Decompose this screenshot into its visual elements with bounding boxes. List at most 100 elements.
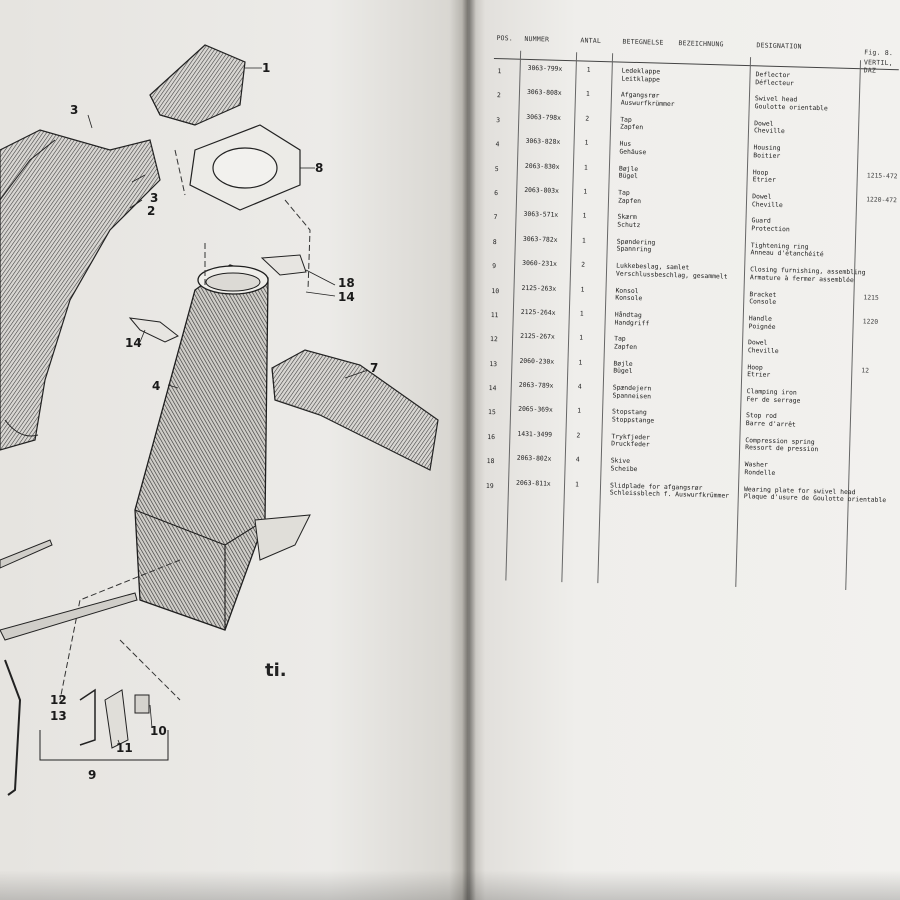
callout-13: 13: [50, 709, 67, 723]
cell-part-number: 3063-799x: [527, 63, 563, 73]
brand-mark: ti.: [265, 660, 287, 681]
cell-quantity: 1: [586, 65, 591, 74]
cell-description-french: Ressort de pression: [745, 443, 819, 454]
cell-description-french: Etrier: [747, 370, 771, 380]
cell-description-german: Spannring: [616, 244, 652, 254]
cell-description-german: Zapfen: [619, 122, 644, 132]
cell-reference: 1220-472: [866, 195, 898, 205]
cell-quantity: 1: [583, 163, 588, 172]
callout-9: 9: [88, 768, 96, 782]
cell-description-german: Auswurfkrümmer: [620, 98, 675, 109]
cell-description-german: Bügel: [618, 171, 639, 181]
cell-part-number: 3063-808x: [526, 88, 562, 98]
callout-8: 8: [315, 161, 323, 175]
cell-quantity: 1: [579, 333, 584, 342]
cell-description-french: Boitier: [753, 151, 781, 160]
deflector-part: [149, 44, 246, 126]
page-shadow: [0, 870, 900, 900]
cell-description-french: Armature à fermer assemblée: [749, 272, 854, 284]
book-gutter: [462, 0, 476, 900]
header-antal: ANTAL: [580, 36, 602, 45]
cell-pos: 15: [487, 408, 496, 417]
cell-pos: 8: [492, 237, 497, 246]
callout-14a: 14: [125, 336, 142, 350]
cell-pos: 5: [494, 164, 499, 173]
cell-part-number: 1431-3499: [517, 429, 553, 439]
callout-2: 2: [147, 204, 155, 218]
callout-7: 7: [370, 361, 378, 375]
cell-quantity: 4: [577, 382, 582, 391]
cell-quantity: 1: [578, 358, 583, 367]
cell-pos: 14: [488, 384, 497, 393]
cell-part-number: 2125-264x: [520, 307, 556, 317]
cell-description-german: Scheibe: [610, 464, 638, 473]
housing-part: [134, 264, 269, 631]
cell-quantity: 2: [576, 431, 581, 440]
cell-quantity: 2: [585, 114, 590, 123]
cell-description-french: Protection: [751, 224, 790, 234]
cell-pos: 2: [496, 91, 501, 100]
callout-3a: 3: [70, 103, 78, 117]
cell-part-number: 3063-782x: [522, 234, 558, 244]
cell-quantity: 1: [574, 480, 580, 489]
header-designation: DESIGNATION: [756, 41, 802, 51]
header-fig: Fig. 8.: [864, 48, 894, 58]
cell-pos: 3: [496, 115, 501, 124]
cell-quantity: 1: [577, 406, 582, 416]
cell-quantity: 1: [582, 211, 587, 220]
cell-description-german: Leitklappe: [621, 74, 661, 84]
cell-part-number: 2063-803x: [524, 185, 560, 195]
cell-description-french: Fer de serrage: [746, 394, 801, 405]
cell-reference: 1215: [863, 292, 879, 302]
cell-description-german: Druckfeder: [611, 439, 650, 449]
cell-description-german: Spanneisen: [612, 391, 652, 401]
cell-pos: 1: [497, 67, 502, 76]
cell-part-number: 2063-830x: [524, 161, 560, 171]
cell-part-number: 2060-230x: [519, 356, 555, 366]
exploded-parts-diagram: 1 2 3 3 4 7 8 9 10 11 12 13 14 14 18 ti.: [0, 44, 439, 796]
cell-description-french: Cheville: [747, 346, 779, 355]
cell-quantity: 1: [581, 236, 586, 245]
handle-part: [104, 689, 129, 749]
cell-quantity: 1: [583, 187, 588, 196]
cell-pos: 18: [486, 457, 495, 466]
stop-rod: [0, 592, 138, 641]
cell-description-german: Konsole: [615, 293, 643, 303]
cell-part-number: 2065-369x: [518, 405, 553, 415]
cell-part-number: 2063-802x: [516, 454, 552, 463]
cell-pos: 4: [495, 140, 500, 149]
header-betegnelse: BETEGNELSE: [622, 37, 664, 47]
cell-description-german: Schleissblech f. Auswurfkrümmer: [609, 488, 730, 500]
curved-chute: [0, 129, 161, 451]
cell-reference: 1215-472: [866, 171, 898, 180]
header-pos: POS.: [496, 34, 514, 43]
cell-part-number: 2063-811x: [515, 478, 551, 488]
guard-part: [271, 349, 439, 471]
cell-pos: 13: [489, 359, 498, 368]
cell-reference: 12: [861, 366, 870, 375]
cell-description-german: Zapfen: [613, 342, 638, 351]
side-bracket: [254, 514, 311, 561]
cell-description-french: Anneau d'étanchéité: [750, 248, 824, 259]
cell-description-german: Bügel: [613, 366, 633, 376]
